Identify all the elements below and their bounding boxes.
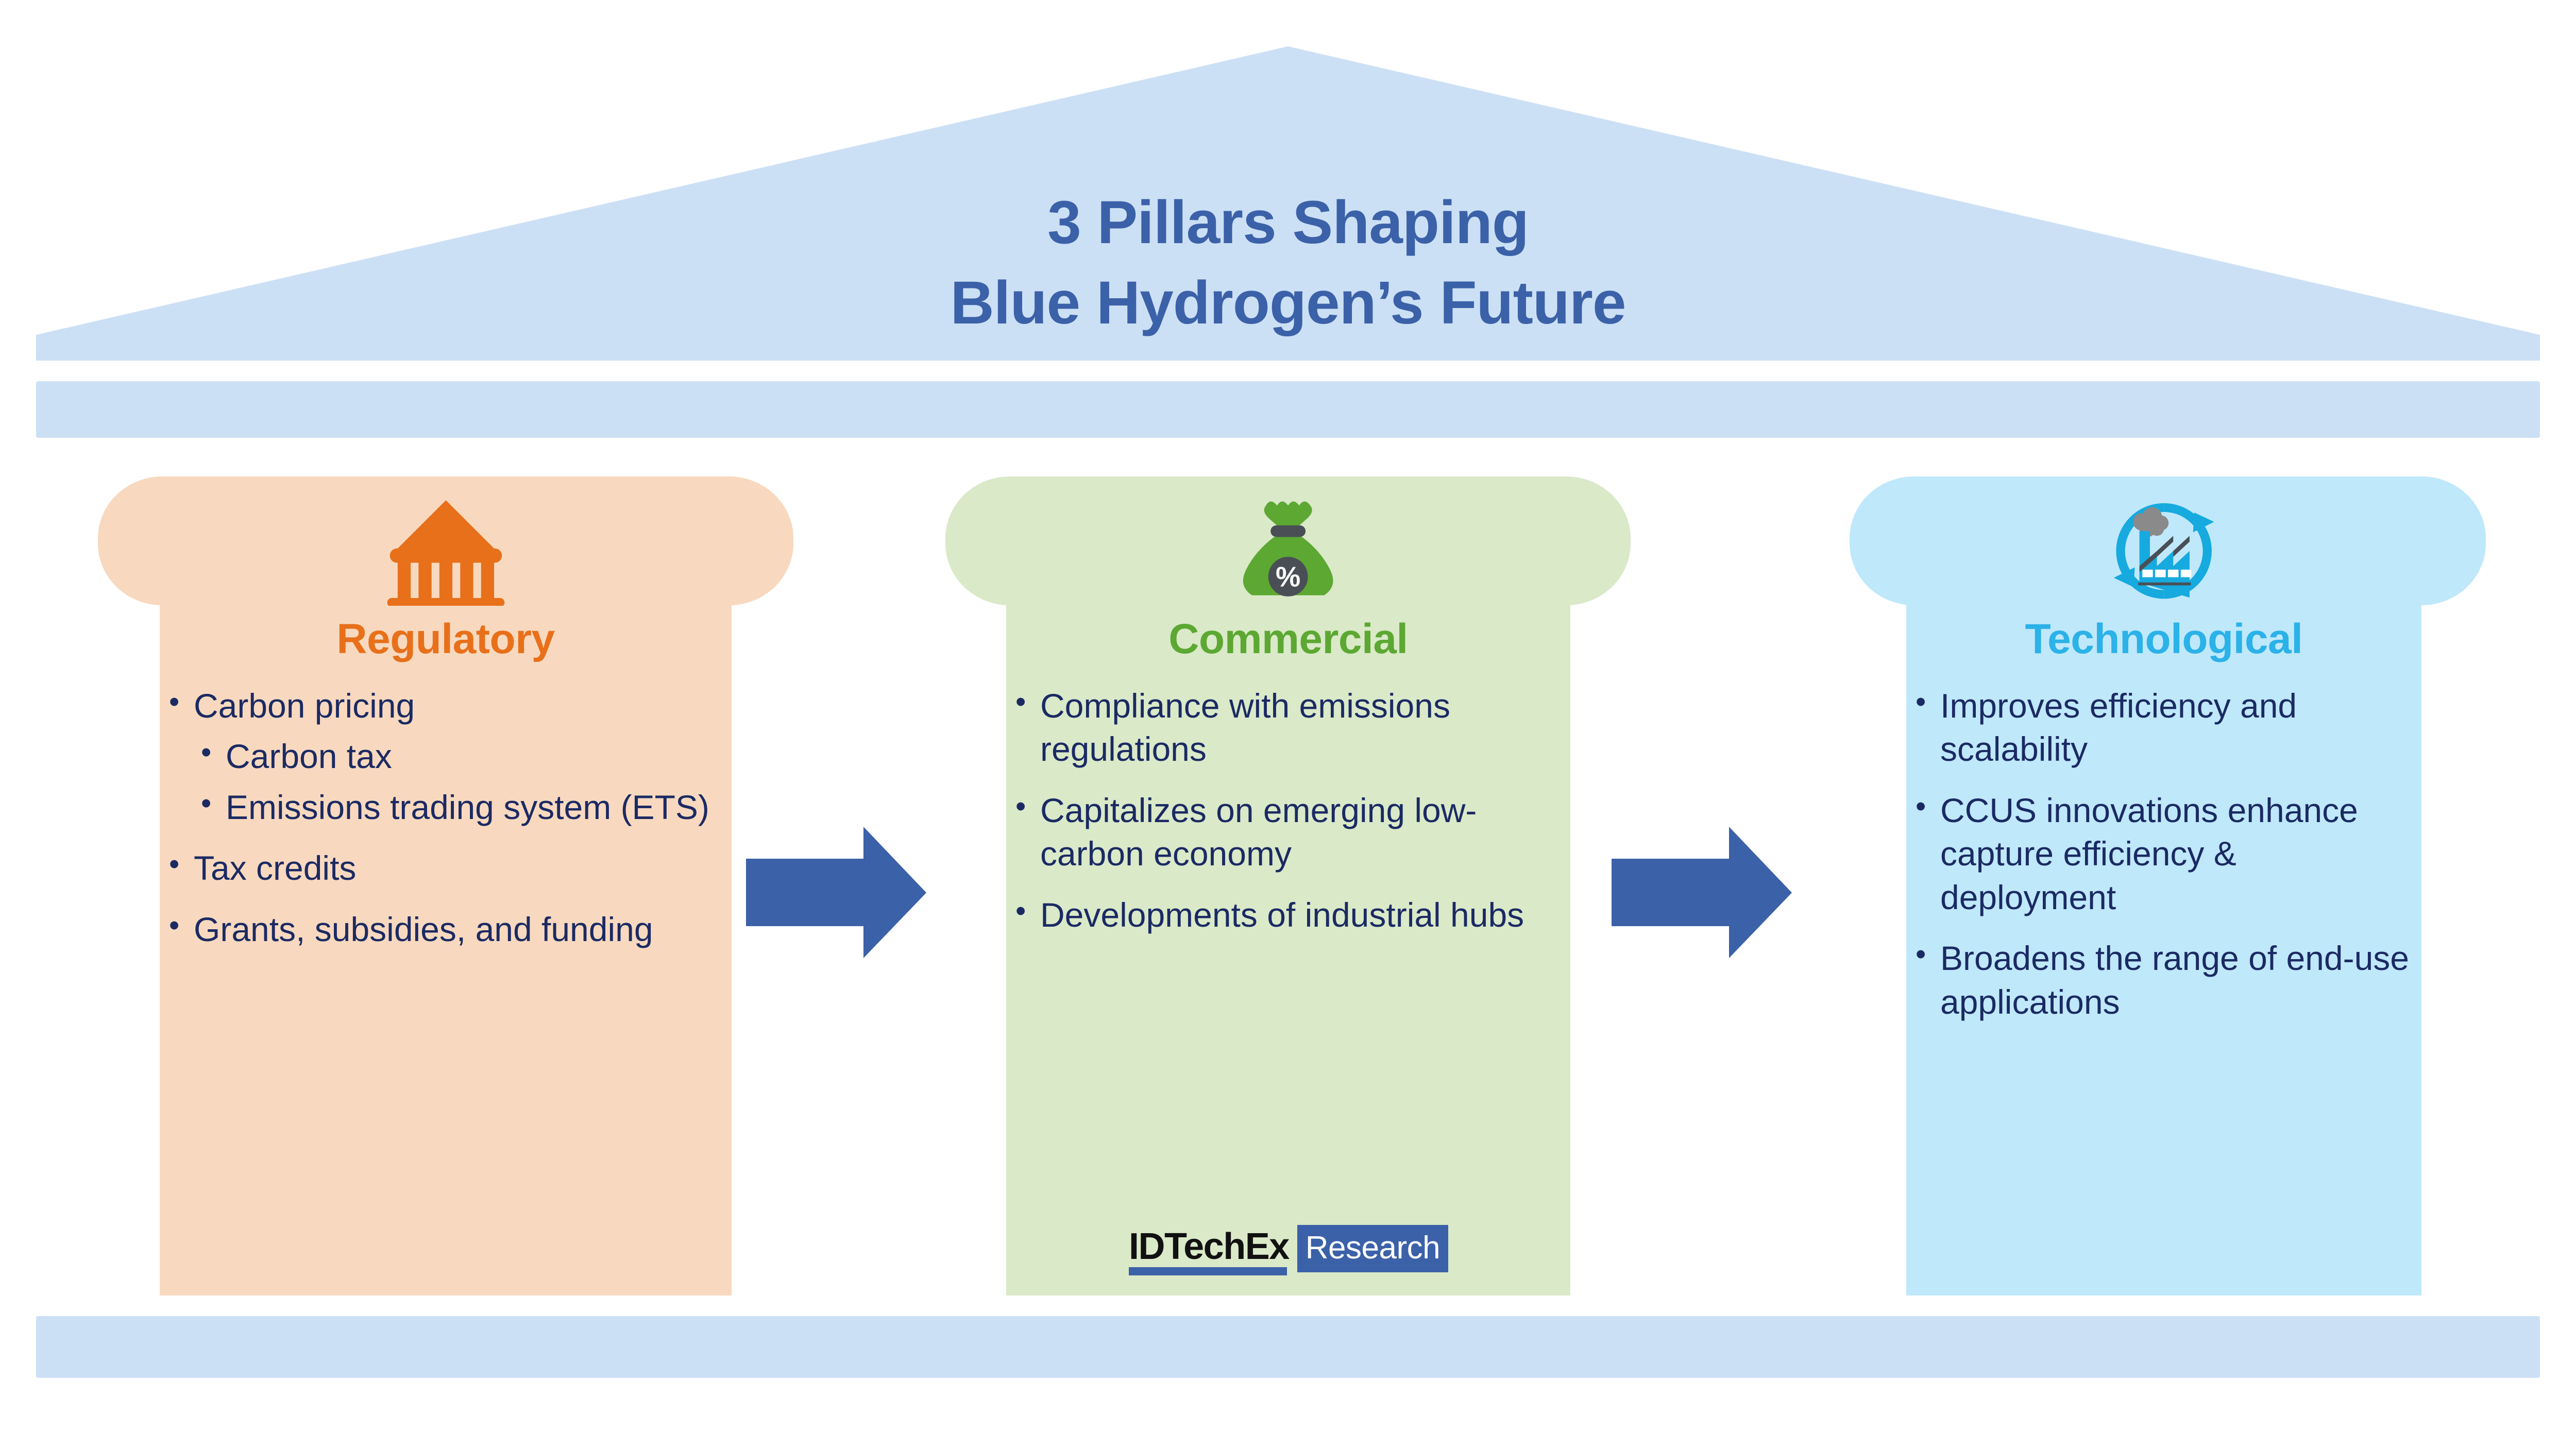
bullet-list-commercial: Compliance with emissions regulations Ca… bbox=[1006, 683, 1570, 954]
bullet-list-technological: Improves efficiency and scalability CCUS… bbox=[1906, 683, 2421, 1041]
svg-text:%: % bbox=[1276, 561, 1300, 593]
title-line-1: 3 Pillars Shaping bbox=[1047, 189, 1529, 257]
sub-list-item: Emissions trading system (ETS) bbox=[194, 785, 732, 829]
pillar-technological[interactable]: Technological Improves efficiency and sc… bbox=[1850, 476, 2486, 1295]
list-item: Tax credits bbox=[160, 845, 732, 890]
idtechex-research-logo[interactable]: IDTechEx Research bbox=[1126, 1225, 1449, 1275]
pillar-commercial[interactable]: % Commercial Compliance with emissions r… bbox=[945, 476, 1631, 1295]
logo-wordmark-text: IDTechEx bbox=[1129, 1226, 1290, 1267]
pediment-base-slab bbox=[36, 337, 2540, 359]
base-slab bbox=[36, 1316, 2540, 1378]
logo-research-badge: Research bbox=[1297, 1225, 1449, 1272]
pillar-regulatory[interactable]: Regulatory Carbon pricing Carbon tax Emi… bbox=[98, 476, 793, 1295]
pediment: 3 Pillars Shaping Blue Hydrogen’s Future bbox=[36, 46, 2540, 361]
bank-icon bbox=[387, 500, 504, 606]
list-item: Capitalizes on emerging low-carbon econo… bbox=[1006, 788, 1570, 876]
bullet-list-regulatory: Carbon pricing Carbon tax Emissions trad… bbox=[160, 683, 732, 968]
bullet-text: Carbon pricing bbox=[194, 687, 415, 725]
list-item: Carbon pricing Carbon tax Emissions trad… bbox=[160, 683, 732, 829]
list-item: CCUS innovations enhance capture efficie… bbox=[1906, 788, 2421, 919]
money-bag-icon: % bbox=[1243, 501, 1333, 596]
list-item: Broadens the range of end-use applicatio… bbox=[1906, 935, 2421, 1024]
page-title: 3 Pillars Shaping Blue Hydrogen’s Future bbox=[36, 183, 2540, 344]
pillar-title-technological: Technological bbox=[2025, 616, 2303, 662]
pillar-title-commercial: Commercial bbox=[1168, 616, 1408, 662]
pediment-triangle bbox=[36, 46, 2540, 361]
flow-arrow-right-1 bbox=[746, 827, 926, 958]
logo-wordmark: IDTechEx bbox=[1126, 1225, 1297, 1275]
sub-bullet-list: Carbon tax Emissions trading system (ETS… bbox=[194, 734, 732, 829]
sub-list-item: Carbon tax bbox=[194, 734, 732, 778]
list-item: Developments of industrial hubs bbox=[1006, 892, 1570, 936]
list-item: Compliance with emissions regulations bbox=[1006, 683, 1570, 771]
flow-arrow-right-2 bbox=[1612, 827, 1792, 958]
pillar-title-regulatory: Regulatory bbox=[336, 616, 555, 662]
title-line-2: Blue Hydrogen’s Future bbox=[950, 268, 1626, 337]
architrave-bar bbox=[36, 381, 2540, 438]
list-item: Grants, subsidies, and funding bbox=[160, 907, 732, 951]
factory-recycle-icon bbox=[2113, 503, 2214, 599]
logo-underline bbox=[1129, 1267, 1287, 1275]
list-item: Improves efficiency and scalability bbox=[1906, 683, 2421, 771]
